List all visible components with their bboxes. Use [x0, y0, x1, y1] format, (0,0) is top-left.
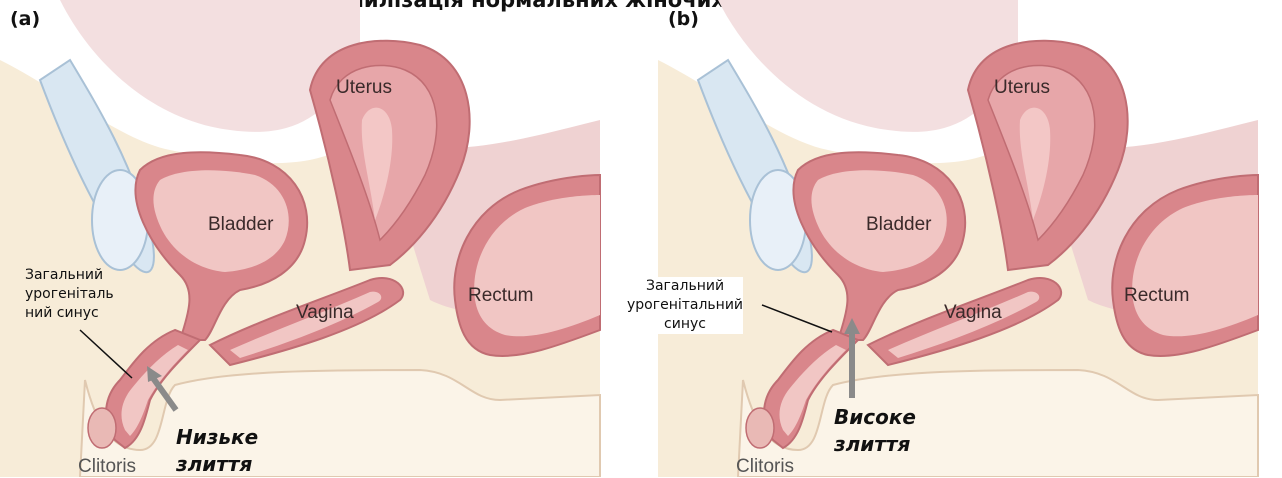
sinus-note-line: урогенітальний: [627, 296, 743, 315]
clitoris-label: Clitoris: [736, 456, 794, 477]
sinus-note-line: урогеніталь: [25, 285, 114, 304]
vagina-label: Vagina: [944, 302, 1002, 323]
fusion-line: Високе: [834, 404, 916, 431]
rectum-label: Rectum: [1124, 285, 1189, 306]
sinus-note-line: Загальний: [627, 277, 743, 296]
clitoris-label: Clitoris: [78, 456, 136, 477]
fusion-line: злиття: [176, 451, 258, 478]
panel-a-drawing: Uterus Bladder Vagina Rectum Clitoris: [0, 0, 600, 477]
fusion-line: злиття: [834, 431, 916, 458]
panel-b-drawing: Uterus Bladder Vagina Rectum Clitoris: [658, 0, 1258, 477]
bladder-label: Bladder: [208, 214, 274, 235]
fusion-label-b: Високе злиття: [834, 404, 916, 458]
fusion-line: Низьке: [176, 424, 258, 451]
uterus-label: Uterus: [336, 77, 392, 98]
rectum-label: Rectum: [468, 285, 533, 306]
bladder-label: Bladder: [866, 214, 932, 235]
sinus-note-b: Загальний урогенітальний синус: [627, 277, 743, 334]
sinus-note-line: ний синус: [25, 304, 114, 323]
sinus-note-line: Загальний: [25, 266, 114, 285]
sinus-note-a: Загальний урогеніталь ний синус: [25, 266, 114, 323]
sinus-note-line: синус: [627, 315, 743, 334]
uterus-label: Uterus: [994, 77, 1050, 98]
vagina-label: Vagina: [296, 302, 354, 323]
fusion-label-a: Низьке злиття: [176, 424, 258, 478]
